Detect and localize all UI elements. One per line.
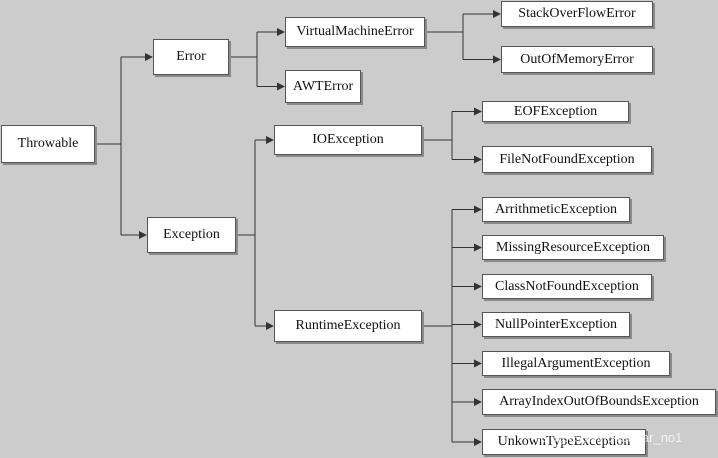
node-eof-exception: EOFException <box>482 101 629 122</box>
node-exception: Exception <box>147 217 236 253</box>
node-runtime-exception: RuntimeException <box>274 310 422 342</box>
node-stack-overflow-error: StackOverFlowError <box>501 1 653 27</box>
node-virtual-machine-error: VirtualMachineError <box>285 17 425 47</box>
node-class-not-found-exception: ClassNotFoundException <box>482 274 652 299</box>
node-io-exception: IOException <box>274 125 422 155</box>
node-file-not-found-exception: FileNotFoundException <box>482 146 652 173</box>
node-null-pointer-exception: NullPointerException <box>482 312 630 337</box>
node-unkown-type-exception: UnkownTypeException <box>482 429 646 455</box>
node-array-index-out-of-bounds-exception: ArrayIndexOutOfBoundsException <box>482 389 716 415</box>
node-arrithmetic-exception: ArrithmeticException <box>482 197 630 222</box>
node-throwable: Throwable <box>1 125 95 163</box>
node-awt-error: AWTError <box>285 70 361 103</box>
watermark: blog.csdn.net/sugar_no1 <box>540 430 683 445</box>
node-out-of-memory-error: OutOfMemoryError <box>501 46 653 73</box>
node-error: Error <box>153 39 229 75</box>
node-missing-resource-exception: MissingResourceException <box>482 235 664 260</box>
node-illegal-argument-exception: IllegalArgumentException <box>482 351 670 376</box>
